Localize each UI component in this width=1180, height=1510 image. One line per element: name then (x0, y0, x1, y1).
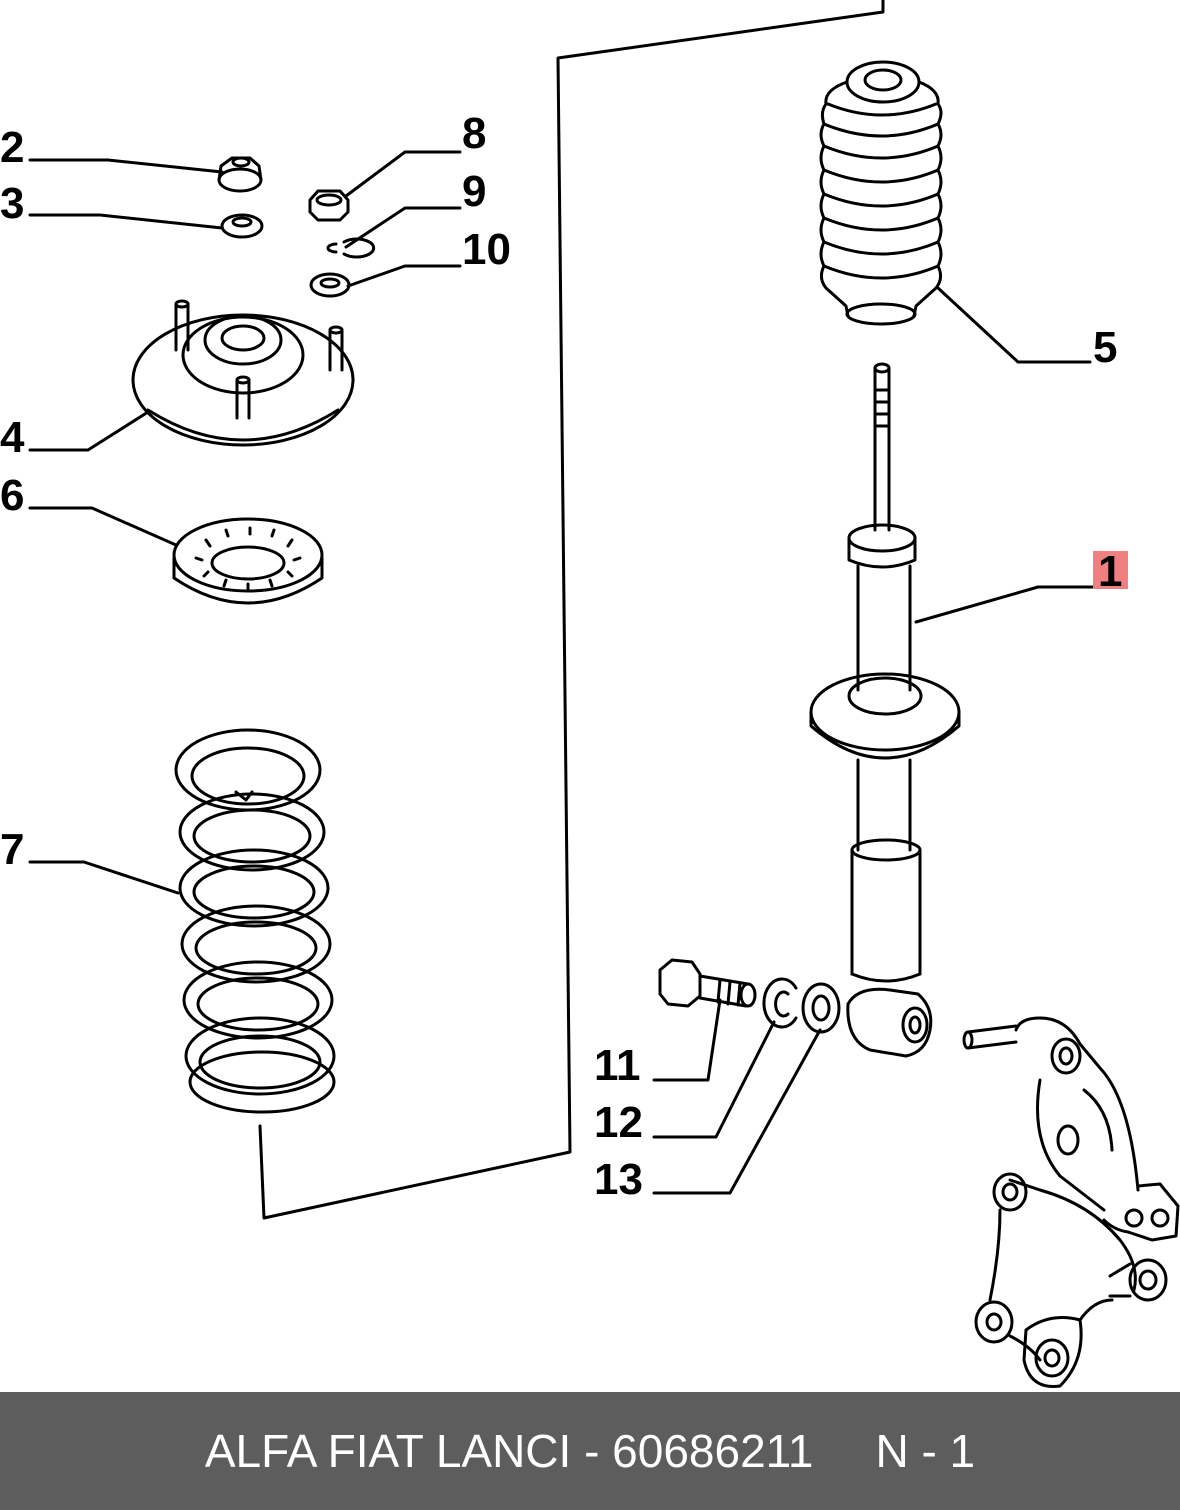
part-9-split-ring (326, 237, 376, 259)
part-1-shock-absorber (809, 362, 961, 1058)
callout-12: 12 (594, 1098, 643, 1147)
assembly-bracket-line (258, 0, 885, 1220)
leader-line-6 (28, 506, 178, 547)
callout-6: 6 (0, 471, 24, 520)
part-10-washer (309, 272, 351, 298)
leader-line-12 (652, 1020, 776, 1139)
part-6-spring-seat (172, 517, 324, 605)
callout-8: 8 (462, 109, 486, 158)
footer-bar: ALFA FIAT LANCI - 60686211 N - 1 (0, 1392, 1180, 1510)
leader-line-7 (28, 860, 180, 895)
part-12-split-washer (762, 977, 798, 1029)
callout-1: 1 (1098, 547, 1122, 596)
leader-line-4 (28, 410, 150, 452)
leader-line-3 (28, 213, 224, 230)
leader-line-10 (346, 264, 462, 288)
leader-line-5 (936, 286, 1092, 364)
part-3-washer (220, 213, 264, 239)
callout-10: 10 (462, 225, 511, 274)
part-4-top-mount (131, 299, 355, 447)
leader-line-13 (652, 1028, 822, 1195)
part-2-cap-nut (217, 156, 263, 193)
callout-7: 7 (0, 825, 24, 874)
exploded-parts-diagram: 1 2 3 4 5 6 7 8 9 10 11 12 13 (0, 0, 1180, 1388)
leader-line-8 (344, 150, 462, 198)
steering-knuckle (962, 1016, 1180, 1388)
part-7-coil-spring (174, 728, 336, 1114)
callout-2: 2 (0, 123, 24, 172)
footer-sheet-label: N - 1 (875, 1425, 976, 1477)
leader-line-1 (914, 585, 1106, 624)
leader-line-11 (652, 998, 722, 1082)
callout-5: 5 (1093, 323, 1117, 372)
part-5-dust-boot (819, 60, 943, 326)
callout-13: 13 (594, 1155, 643, 1204)
callout-4: 4 (0, 413, 25, 462)
footer-part-label: ALFA FIAT LANCI - 60686211 (204, 1425, 814, 1477)
leader-line-2 (28, 158, 224, 174)
leader-line-9 (344, 206, 462, 249)
part-8-hex-nut (308, 189, 350, 222)
callout-9: 9 (462, 167, 486, 216)
part-13-flat-washer (801, 982, 841, 1034)
callout-11: 11 (594, 1041, 641, 1090)
part-11-bolt (658, 958, 757, 1008)
callout-3: 3 (0, 179, 24, 228)
callout-1-highlight (1093, 551, 1128, 589)
